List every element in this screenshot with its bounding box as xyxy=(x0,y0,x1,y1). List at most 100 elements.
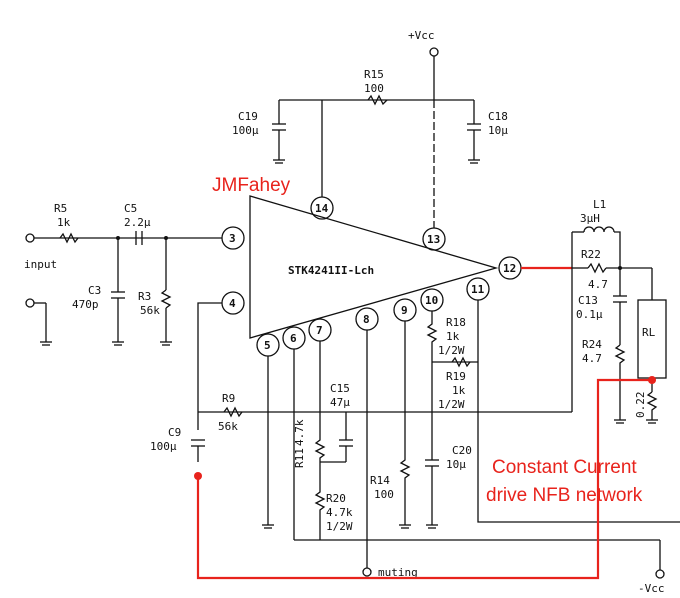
capacitor-c13: C13 0.1μ xyxy=(576,268,627,345)
svg-text:1k: 1k xyxy=(446,330,460,343)
sense-resistor-022: 0.22 xyxy=(634,391,658,424)
load-resistor-rl: RL xyxy=(637,268,667,392)
wire-pin4 xyxy=(197,302,222,430)
author-annotation: JMFahey xyxy=(212,175,291,196)
pin-7: 7 xyxy=(308,318,332,342)
svg-text:C15: C15 xyxy=(330,382,350,395)
input-terminal: input xyxy=(24,233,57,271)
svg-text:R22: R22 xyxy=(581,248,601,261)
pin-8: 8 xyxy=(355,307,379,331)
resistor-r5: R5 1k xyxy=(54,202,79,244)
muting-label: muting xyxy=(378,566,418,579)
capacitor-c15: C15 47μ xyxy=(320,382,353,463)
ground-c3 xyxy=(112,341,124,346)
svg-text:100: 100 xyxy=(374,488,394,501)
svg-text:0.22: 0.22 xyxy=(634,392,647,419)
svg-text:-Vcc: -Vcc xyxy=(638,582,665,595)
pin-4: 4 xyxy=(221,291,245,315)
svg-text:56k: 56k xyxy=(140,304,160,317)
vcc-negative-terminal: -Vcc xyxy=(638,540,665,595)
svg-text:R3: R3 xyxy=(138,290,151,303)
ground-c18 xyxy=(468,159,480,164)
wire-pin11 xyxy=(477,300,680,523)
capacitor-c19: C19 100μ xyxy=(232,100,286,160)
svg-text:C13: C13 xyxy=(578,294,598,307)
svg-text:470p: 470p xyxy=(72,298,99,311)
svg-text:R19: R19 xyxy=(446,370,466,383)
svg-text:100μ: 100μ xyxy=(150,440,177,453)
resistor-r19: R19 1k 1/2W xyxy=(438,356,471,411)
ground-r3 xyxy=(160,341,172,346)
svg-text:14: 14 xyxy=(315,202,329,215)
svg-text:100: 100 xyxy=(364,82,384,95)
svg-text:7: 7 xyxy=(316,324,323,337)
svg-text:4.7: 4.7 xyxy=(588,278,608,291)
svg-text:R18: R18 xyxy=(446,316,466,329)
resistor-r18: R18 1k 1/2W xyxy=(426,311,466,362)
svg-text:1k: 1k xyxy=(452,384,466,397)
node-nfb-bottom xyxy=(194,472,202,480)
pin-9: 9 xyxy=(393,298,417,322)
svg-text:8: 8 xyxy=(363,313,370,326)
capacitor-c3: C3 470p xyxy=(72,238,125,342)
wire-pin8-muting xyxy=(362,330,372,577)
capacitor-c5: C5 2.2μ xyxy=(124,202,151,245)
svg-text:R24: R24 xyxy=(582,338,602,351)
svg-text:6: 6 xyxy=(290,332,297,345)
nfb-label-line1: Constant Current xyxy=(492,457,637,478)
svg-text:4.7k: 4.7k xyxy=(326,506,353,519)
input-ground-terminal xyxy=(25,298,52,346)
resistor-r11: R11 4.7k xyxy=(293,341,326,480)
svg-text:13: 13 xyxy=(427,233,440,246)
nfb-feedback-wire xyxy=(196,378,652,580)
svg-text:11: 11 xyxy=(471,283,485,296)
ic-name: STK4241II-Lch xyxy=(288,264,374,277)
svg-text:2.2μ: 2.2μ xyxy=(124,216,151,229)
svg-text:C3: C3 xyxy=(88,284,101,297)
svg-text:1/2W: 1/2W xyxy=(438,344,465,357)
svg-text:3μH: 3μH xyxy=(580,212,600,225)
svg-text:R14: R14 xyxy=(370,474,390,487)
pin-5: 5 xyxy=(256,333,280,357)
pin-13: 13 xyxy=(422,227,446,251)
pin-10: 10 xyxy=(420,288,444,312)
ic-body xyxy=(249,195,499,339)
svg-text:C20: C20 xyxy=(452,444,472,457)
pin-6: 6 xyxy=(282,326,306,350)
svg-text:56k: 56k xyxy=(218,420,238,433)
svg-text:+Vcc: +Vcc xyxy=(408,29,435,42)
svg-text:1/2W: 1/2W xyxy=(438,398,465,411)
svg-text:9: 9 xyxy=(401,304,408,317)
resistor-r9: R9 56k xyxy=(218,392,243,433)
pin-14: 14 xyxy=(310,196,334,220)
pin-12: 12 xyxy=(498,256,522,280)
resistor-r22: R22 4.7 xyxy=(572,248,652,291)
svg-text:R5: R5 xyxy=(54,202,67,215)
svg-text:1/2W: 1/2W xyxy=(326,520,353,533)
capacitor-c18: C18 10μ xyxy=(467,100,508,160)
wire-pin5-ground xyxy=(262,356,274,529)
svg-text:0.1μ: 0.1μ xyxy=(576,308,603,321)
capacitor-c9: C9 100μ xyxy=(150,426,205,462)
svg-text:C19: C19 xyxy=(238,110,258,123)
svg-text:3: 3 xyxy=(229,232,236,245)
svg-text:10: 10 xyxy=(425,294,438,307)
svg-text:5: 5 xyxy=(264,339,271,352)
svg-text:R9: R9 xyxy=(222,392,235,405)
svg-text:4.7: 4.7 xyxy=(582,352,602,365)
resistor-r15: R15 100 xyxy=(364,68,388,106)
svg-text:C18: C18 xyxy=(488,110,508,123)
svg-text:1k: 1k xyxy=(57,216,71,229)
capacitor-c20: C20 10μ xyxy=(425,362,472,529)
resistor-r14: R14 100 xyxy=(370,321,411,529)
svg-text:L1: L1 xyxy=(593,198,606,211)
resistor-r24: R24 4.7 xyxy=(582,338,626,424)
svg-text:R20: R20 xyxy=(326,492,346,505)
svg-text:RL: RL xyxy=(642,326,656,339)
pin-3: 3 xyxy=(221,226,245,250)
svg-text:R15: R15 xyxy=(364,68,384,81)
svg-text:4: 4 xyxy=(229,297,236,310)
inductor-l1: L1 3μH xyxy=(572,198,621,268)
svg-text:12: 12 xyxy=(503,262,516,275)
